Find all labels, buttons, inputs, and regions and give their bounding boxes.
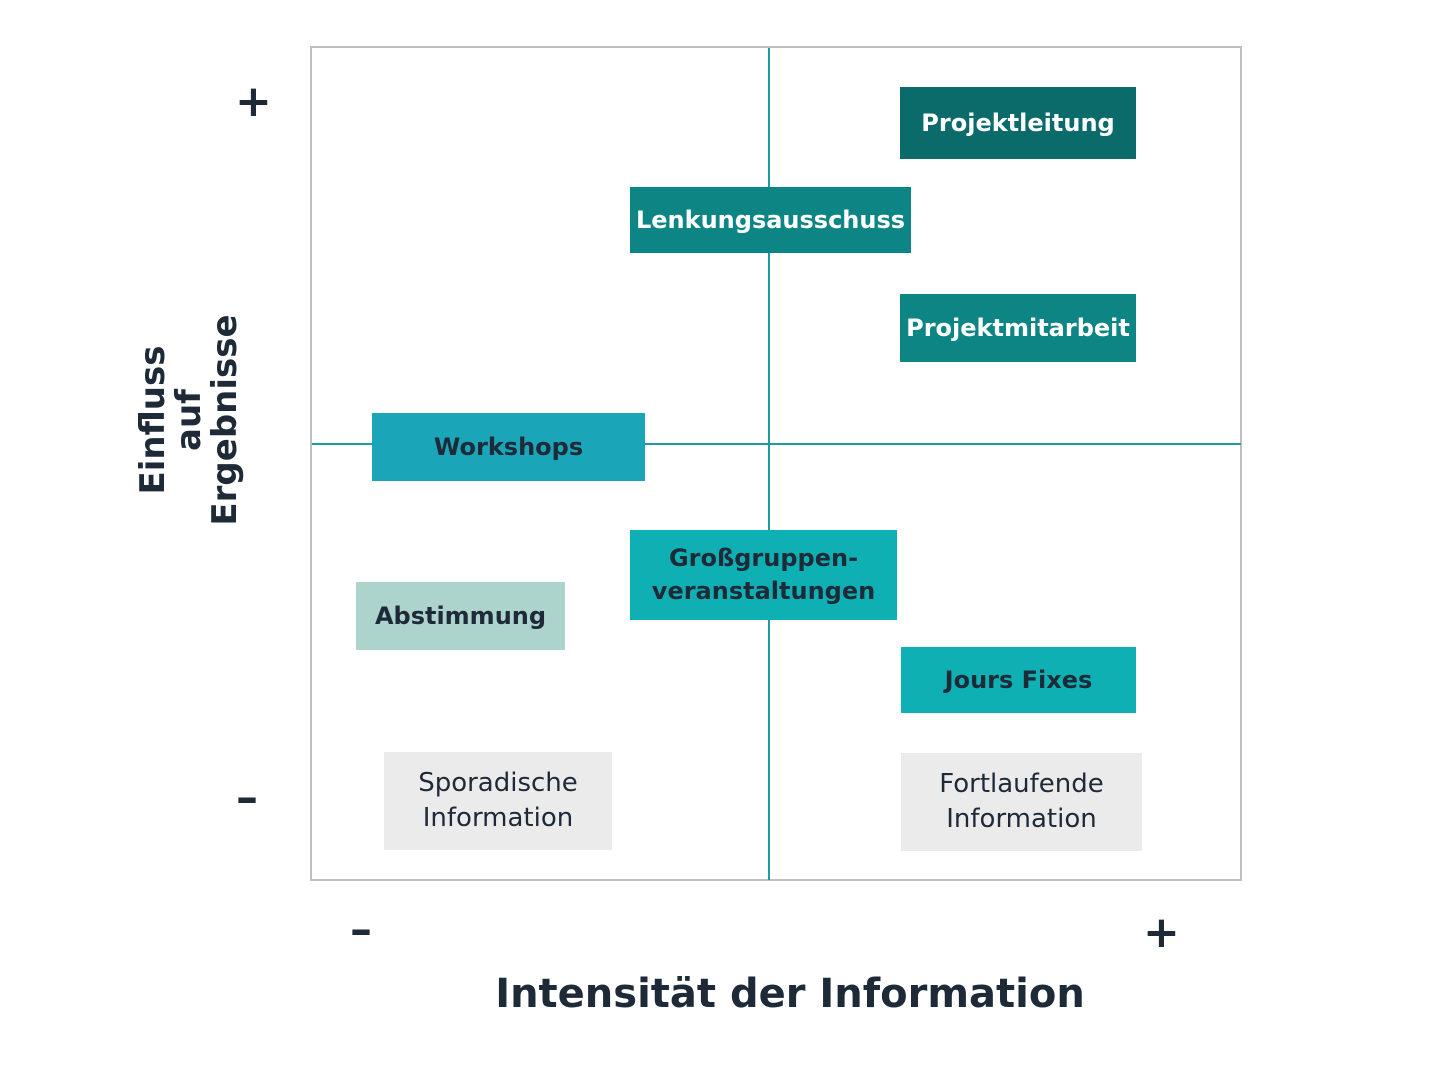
y-axis-title-line-1: Einfluss — [133, 345, 173, 495]
box-label: Abstimmung — [374, 601, 547, 630]
box-label: Projektmitarbeit — [906, 313, 1130, 342]
box-label-line-1: Sporadische — [418, 768, 578, 798]
x-axis-plus-sign: + — [1143, 907, 1180, 958]
vertical-divider — [768, 48, 770, 880]
box-abstimmung: Abstimmung — [356, 582, 565, 650]
box-label: Jours Fixes — [944, 665, 1093, 694]
y-axis-plus-sign: + — [235, 76, 272, 127]
box-sporadische-information: Sporadische Information — [384, 752, 612, 850]
y-axis-title-line-3: Ergebnisse — [205, 314, 245, 526]
box-label: Projektleitung — [921, 108, 1115, 137]
box-projektmitarbeit: Projektmitarbeit — [900, 294, 1136, 362]
horizontal-divider — [312, 443, 1241, 445]
box-label: Workshops — [433, 432, 584, 461]
box-label-line-1: Fortlaufende — [939, 769, 1104, 799]
x-axis-minus-sign: – — [350, 904, 372, 955]
box-label-line-2: Information — [422, 803, 574, 833]
box-grossgruppenveranstaltungen: Großgruppen- veranstaltungen — [630, 530, 897, 620]
box-label-line-1: Großgruppen- — [668, 544, 859, 572]
box-label-line-2: Information — [946, 804, 1097, 834]
box-projektleitung: Projektleitung — [900, 87, 1136, 159]
box-workshops: Workshops — [372, 413, 645, 481]
diagram-frame — [310, 46, 1242, 881]
x-axis-title: Intensität der Information — [495, 971, 1085, 1017]
box-label: Lenkungsausschuss — [635, 205, 906, 234]
y-axis-title: Einfluss auf Ergebnisse — [133, 260, 245, 580]
box-lenkungsausschuss: Lenkungsausschuss — [630, 187, 911, 253]
y-axis-minus-sign: – — [236, 772, 258, 823]
y-axis-title-line-2: auf — [169, 389, 209, 451]
box-label-line-2: veranstaltungen — [651, 577, 876, 605]
box-fortlaufende-information: Fortlaufende Information — [901, 753, 1142, 851]
box-jours-fixes: Jours Fixes — [901, 647, 1136, 713]
